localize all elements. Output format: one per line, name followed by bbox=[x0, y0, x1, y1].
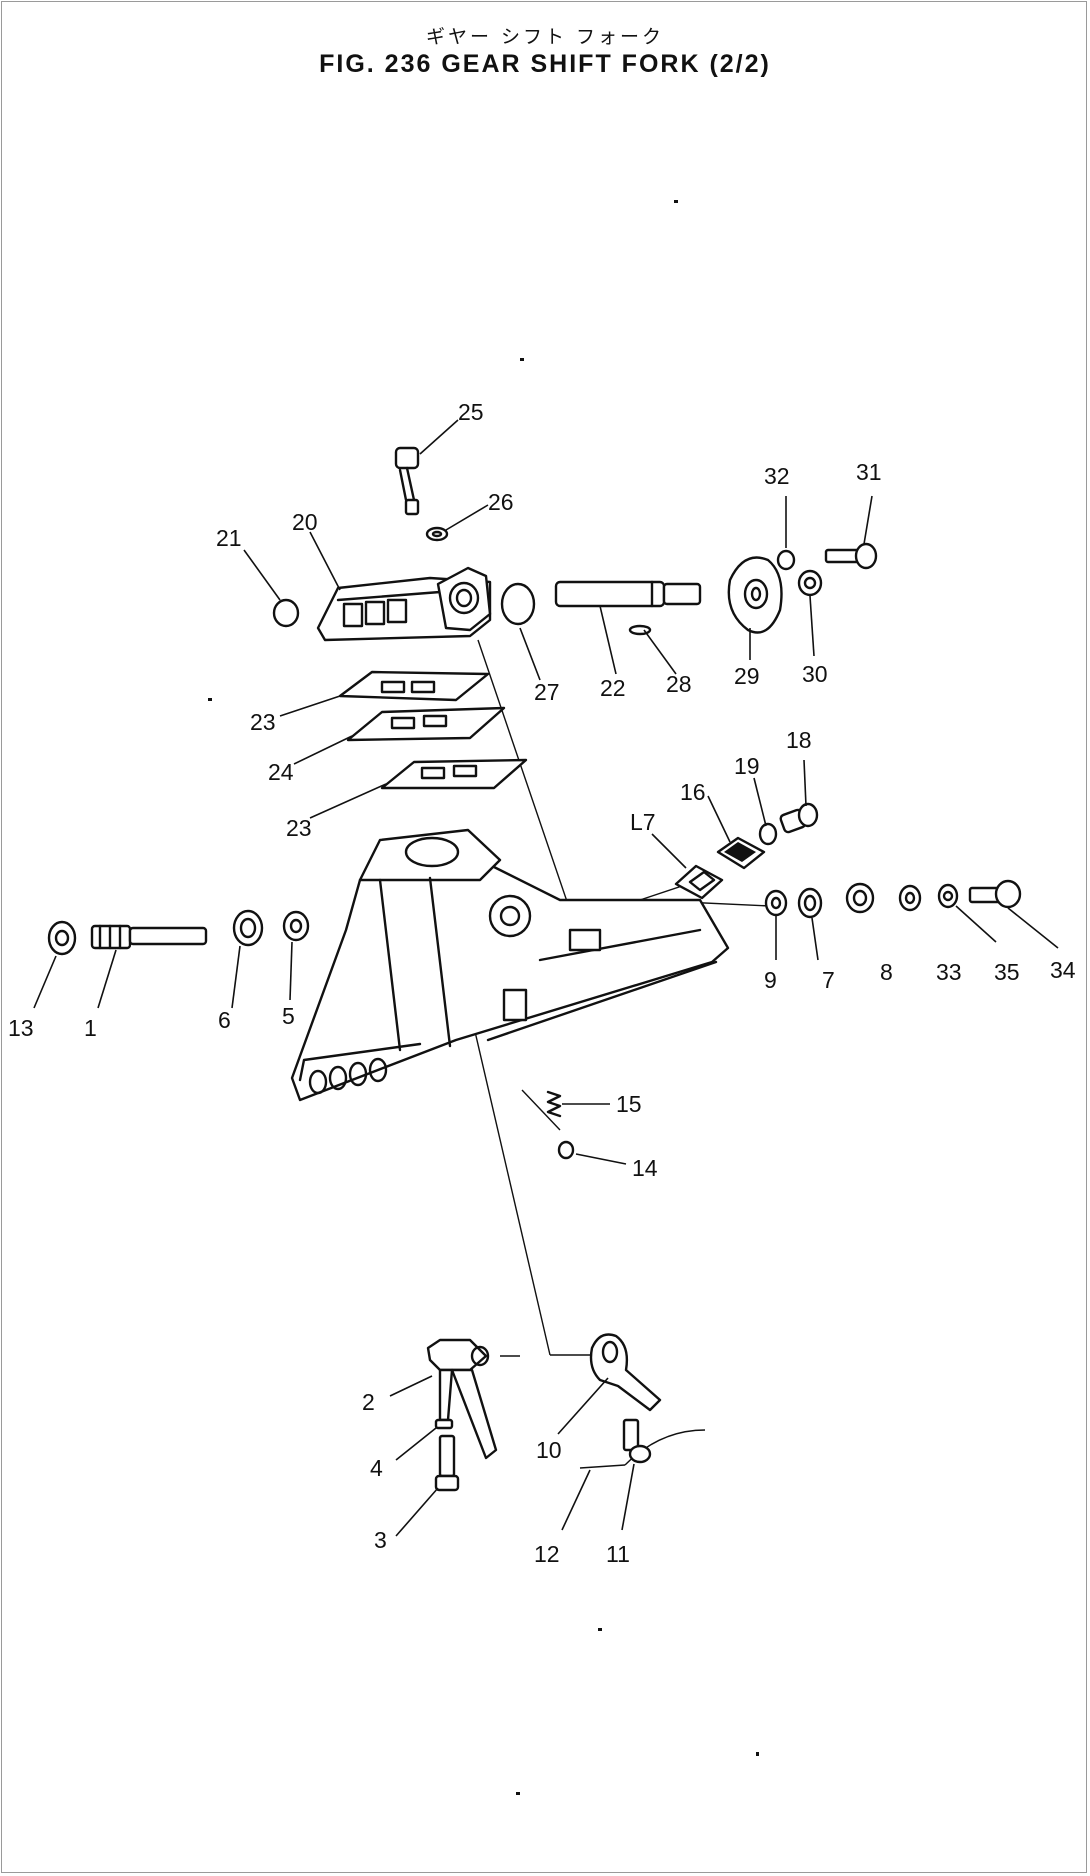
part-10-lever bbox=[589, 1333, 662, 1412]
part-27-o-ring bbox=[500, 582, 536, 626]
part-13-washer bbox=[47, 920, 77, 956]
callout-labels: 25 26 21 20 32 31 27 22 28 29 30 23 24 2… bbox=[8, 399, 1076, 1567]
callout-20: 20 bbox=[292, 509, 318, 535]
callout-14: 14 bbox=[632, 1155, 658, 1181]
part-25-bolt bbox=[394, 446, 420, 516]
axis-line-vertical-upper bbox=[477, 639, 576, 926]
part-9-seal bbox=[764, 889, 788, 917]
axis-line-vertical-lower bbox=[469, 1009, 551, 1356]
callout-6: 6 bbox=[218, 1007, 231, 1033]
figure-title: FIG. 236 GEAR SHIFT FORK (2/2) bbox=[319, 50, 771, 78]
callout-4: 4 bbox=[370, 1455, 383, 1481]
callout-23-lower: 23 bbox=[286, 815, 312, 841]
callout-5: 5 bbox=[282, 1003, 295, 1029]
part-20-valve-body bbox=[316, 566, 492, 642]
leader-lines bbox=[33, 419, 1059, 1537]
callout-10: 10 bbox=[536, 1437, 562, 1463]
wire-12-end bbox=[579, 1464, 626, 1469]
title-japanese: ギヤー シフト フォーク bbox=[425, 26, 665, 48]
part-31-bolt bbox=[824, 542, 878, 570]
callout-31: 31 bbox=[856, 459, 882, 485]
part-21-plug bbox=[272, 598, 300, 628]
axis-line-pin bbox=[521, 1089, 561, 1131]
part-30-washer bbox=[797, 569, 823, 597]
part-14-ball bbox=[557, 1140, 575, 1160]
callout-29: 29 bbox=[734, 663, 760, 689]
part-15-spring bbox=[546, 1090, 562, 1118]
part-28-key bbox=[628, 624, 652, 636]
callout-11: 11 bbox=[606, 1541, 630, 1567]
part-19-washer bbox=[758, 822, 778, 846]
callout-7: 7 bbox=[822, 967, 835, 993]
part-3-bolt bbox=[434, 1434, 460, 1492]
part-23-gasket-lower bbox=[380, 758, 528, 790]
callout-25: 25 bbox=[458, 399, 484, 425]
callout-18: 18 bbox=[786, 727, 812, 753]
part-34-bolt bbox=[968, 879, 1022, 909]
callout-19: 19 bbox=[734, 753, 760, 779]
part-33-washer bbox=[898, 884, 922, 912]
callout-3: 3 bbox=[374, 1527, 387, 1553]
callout-21: 21 bbox=[216, 525, 242, 551]
part-18-plug bbox=[779, 802, 819, 834]
part-1-shaft bbox=[90, 924, 208, 950]
callout-35: 35 bbox=[994, 959, 1020, 985]
callout-27: 27 bbox=[534, 679, 560, 705]
part-housing bbox=[290, 828, 730, 1102]
callout-13: 13 bbox=[8, 1015, 34, 1041]
callout-30: 30 bbox=[802, 661, 828, 687]
callout-32: 32 bbox=[764, 463, 790, 489]
part-6-bushing bbox=[232, 909, 264, 947]
part-23-gasket-upper bbox=[338, 670, 490, 702]
part-2-shift-fork bbox=[426, 1338, 498, 1460]
part-22-shaft bbox=[554, 580, 702, 608]
part-29-cover bbox=[727, 556, 783, 634]
callout-8: 8 bbox=[880, 959, 893, 985]
part-5-seal bbox=[282, 910, 310, 942]
part-26-washer bbox=[425, 526, 449, 542]
part-16-cover bbox=[716, 836, 766, 870]
callout-9: 9 bbox=[764, 967, 777, 993]
callout-2: 2 bbox=[362, 1389, 375, 1415]
callout-17: L7 bbox=[630, 809, 656, 835]
callout-15: 15 bbox=[616, 1091, 642, 1117]
callout-23-upper: 23 bbox=[250, 709, 276, 735]
callout-33: 33 bbox=[936, 959, 962, 985]
callout-34: 34 bbox=[1050, 957, 1076, 983]
part-8-washer bbox=[845, 882, 875, 914]
scan-specks bbox=[208, 200, 759, 1795]
callout-28: 28 bbox=[666, 671, 692, 697]
part-24-plate bbox=[346, 706, 506, 742]
callout-16: 16 bbox=[680, 779, 706, 805]
callout-22: 22 bbox=[600, 675, 626, 701]
part-35-washer bbox=[937, 883, 959, 909]
callout-26: 26 bbox=[488, 489, 514, 515]
callout-24: 24 bbox=[268, 759, 294, 785]
part-32-nut bbox=[776, 549, 796, 571]
callout-12: 12 bbox=[534, 1541, 560, 1567]
callout-1: 1 bbox=[84, 1015, 97, 1041]
part-4-washer bbox=[434, 1418, 454, 1430]
part-17-gasket bbox=[674, 864, 724, 900]
part-11-bolt bbox=[622, 1418, 652, 1464]
part-7-bushing bbox=[797, 887, 823, 919]
